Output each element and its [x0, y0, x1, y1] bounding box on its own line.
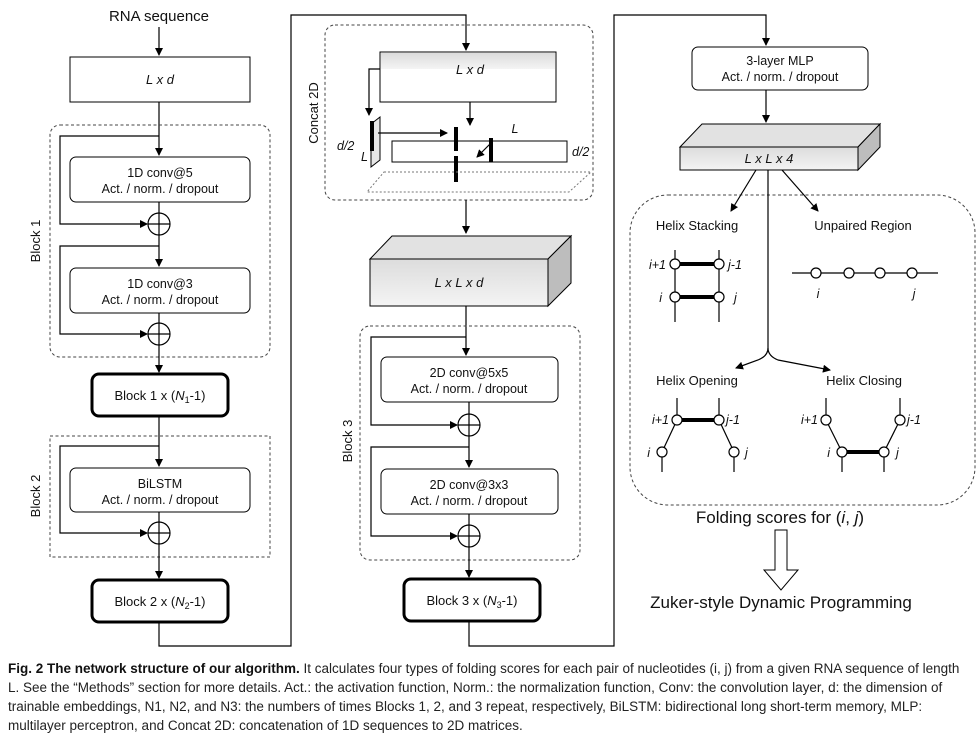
- stack-i: i: [659, 291, 663, 305]
- conv2d-3-subtitle: Act. / norm. / dropout: [411, 494, 528, 508]
- folding-scores-label: Folding scores for (i, j): [696, 508, 864, 527]
- stack-j: j: [732, 291, 738, 305]
- conv1d-3-subtitle: Act. / norm. / dropout: [102, 293, 219, 307]
- caption-body: It calculates four types of folding scor…: [8, 661, 960, 733]
- block3-label: Block 3: [340, 420, 355, 463]
- figure-caption: Fig. 2 The network structure of our algo…: [8, 659, 974, 735]
- conv1d-5-box: [69, 156, 251, 203]
- block2-repeat-label: Block 2 x (N2-1): [115, 594, 206, 611]
- unpaired-j: j: [911, 287, 917, 301]
- right-column: 3-layer MLP Act. / norm. / dropout L x L…: [629, 46, 976, 612]
- block1-repeat-label: Block 1 x (N1-1): [115, 388, 206, 405]
- input-label: RNA sequence: [109, 8, 209, 25]
- tensor-front: [679, 146, 859, 171]
- conv1d-3-box: [69, 267, 251, 314]
- helix-opening-title: Helix Opening: [656, 373, 738, 388]
- conv2d-5-subtitle: Act. / norm. / dropout: [411, 382, 528, 396]
- tensor-label: L x L x 4: [745, 151, 794, 166]
- unpaired-region-icon: [792, 267, 938, 279]
- folding-frame: [629, 194, 976, 506]
- stack-i-plus-1: i+1: [649, 258, 666, 272]
- concat2d-frame: [324, 24, 594, 201]
- middle-column: Concat 2D L x d d/2 L L d/2 L x L x d Bl…: [306, 14, 770, 647]
- mlp-subtitle: Act. / norm. / dropout: [722, 70, 839, 84]
- caption-title: Fig. 2 The network structure of our algo…: [8, 661, 300, 676]
- bilstm-title: BiLSTM: [138, 477, 182, 491]
- helix-stacking-icon: [669, 250, 725, 322]
- down-arrow-icon: [762, 529, 800, 591]
- cube-top: [368, 235, 573, 260]
- bilstm-box: [69, 467, 251, 513]
- unpaired-region-title: Unpaired Region: [814, 218, 912, 233]
- l-right: L: [512, 122, 519, 136]
- helix-closing-icon: [820, 398, 906, 472]
- closing-i-plus-1: i+1: [801, 413, 818, 427]
- cube-label: L x L x d: [435, 275, 484, 290]
- block1-frame: [49, 124, 271, 358]
- conv1d-3-title: 1D conv@3: [127, 277, 193, 291]
- block1-label: Block 1: [28, 220, 43, 263]
- conv2d-3-title: 2D conv@3x3: [430, 478, 509, 492]
- conv1d-5-title: 1D conv@5: [127, 166, 193, 180]
- cube-front: [369, 258, 549, 307]
- closing-i: i: [827, 446, 831, 460]
- conv2d-5-title: 2D conv@5x5: [430, 366, 509, 380]
- tensor-top: [678, 123, 882, 148]
- embedding-box: [69, 56, 251, 103]
- block2-label: Block 2: [28, 475, 43, 518]
- half-d-right: d/2: [572, 145, 589, 159]
- stack-j-minus-1: j-1: [726, 258, 742, 272]
- bilstm-subtitle: Act. / norm. / dropout: [102, 493, 219, 507]
- mlp-title: 3-layer MLP: [746, 54, 813, 68]
- block3-frame: [359, 325, 581, 561]
- helix-opening-icon: [656, 398, 740, 472]
- zuker-label: Zuker-style Dynamic Programming: [650, 593, 912, 612]
- block2-frame: [49, 435, 271, 558]
- concat-input-label: L x d: [456, 62, 485, 77]
- l-left: L: [361, 150, 368, 164]
- opening-j: j: [743, 446, 749, 460]
- middle-strip: [391, 140, 568, 163]
- closing-j: j: [894, 446, 900, 460]
- closing-j-minus-1: j-1: [905, 413, 921, 427]
- helix-stacking-title: Helix Stacking: [656, 218, 738, 233]
- opening-j-minus-1: j-1: [724, 413, 740, 427]
- block2-repeat-box: [90, 578, 230, 624]
- block3-repeat-box: [402, 577, 542, 623]
- left-column: RNA sequence L x d Block 1 1D conv@5 Act…: [28, 8, 470, 647]
- block1-repeat-box: [90, 372, 230, 418]
- half-d-left: d/2: [337, 139, 354, 153]
- opening-i: i: [647, 446, 651, 460]
- opening-i-plus-1: i+1: [652, 413, 669, 427]
- embedding-label: L x d: [146, 72, 175, 87]
- helix-closing-title: Helix Closing: [826, 373, 902, 388]
- mlp-box: [691, 46, 869, 91]
- plane-outline: [365, 171, 593, 193]
- unpaired-i: i: [817, 287, 821, 301]
- concat2d-label: Concat 2D: [306, 82, 321, 143]
- block3-repeat-label: Block 3 x (N3-1): [427, 593, 518, 610]
- conv1d-5-subtitle: Act. / norm. / dropout: [102, 182, 219, 196]
- network-diagram: RNA sequence L x d Block 1 1D conv@5 Act…: [28, 8, 976, 647]
